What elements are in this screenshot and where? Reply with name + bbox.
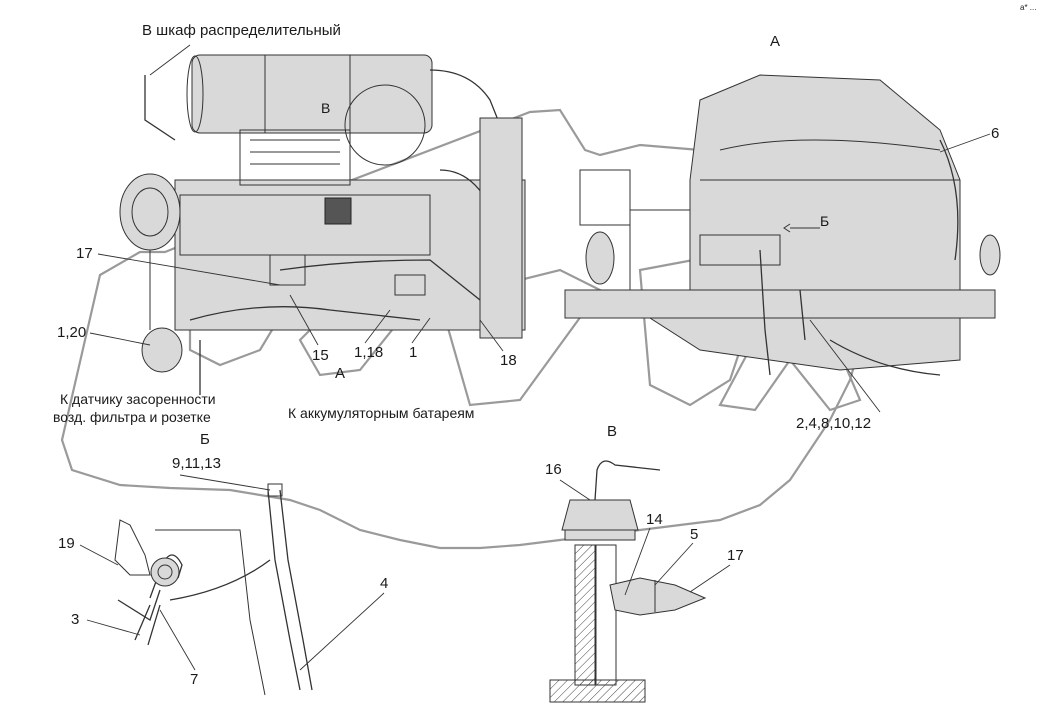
label-view-a: А: [770, 33, 781, 50]
label-sensor-line1: К датчику засоренности: [60, 391, 216, 407]
label-18: 18: [500, 352, 517, 369]
label-view-v-callout: В: [321, 100, 331, 116]
label-view-v-title: В: [607, 423, 618, 440]
label-5: 5: [690, 526, 699, 543]
label-to-cabinet: В шкаф распределительный: [142, 22, 341, 39]
label-17-detail: 17: [727, 547, 744, 564]
label-3: 3: [71, 611, 80, 628]
label-1-20: 1,20: [57, 324, 87, 341]
label-a-arrow: А: [335, 365, 346, 382]
label-19: 19: [58, 535, 75, 552]
label-1-18: 1,18: [354, 344, 384, 361]
label-1: 1: [409, 344, 418, 361]
corner-mark: a* ...: [1020, 3, 1037, 12]
detail-b-drawing: [114, 483, 313, 696]
label-9-11-13: 9,11,13: [172, 455, 221, 472]
label-6: 6: [991, 125, 1000, 142]
label-4: 4: [380, 575, 389, 592]
label-b-arrow: Б: [820, 213, 830, 229]
label-15: 15: [312, 347, 329, 364]
label-7: 7: [190, 671, 199, 688]
label-view-b-title: Б: [200, 431, 210, 448]
label-to-batteries: К аккумуляторным батареям: [288, 405, 475, 421]
label-16: 16: [545, 461, 562, 478]
label-sensor-line2: возд. фильтра и розетке: [53, 409, 211, 425]
right-engine: [564, 74, 1001, 376]
label-17-left: 17: [76, 245, 93, 262]
label-14: 14: [646, 511, 663, 528]
detail-v-drawing: [549, 460, 707, 703]
label-2-4-8-10-12: 2,4,8,10,12: [796, 415, 872, 432]
